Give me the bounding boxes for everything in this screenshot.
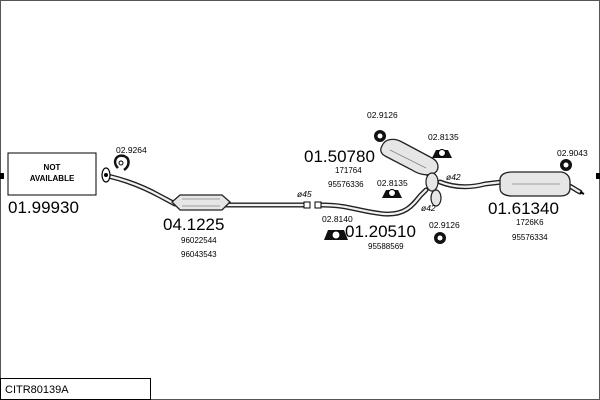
oem-intermediate: 95588569 <box>368 242 404 251</box>
oem-cat-2: 96043543 <box>181 250 217 259</box>
right-edge-marker <box>596 173 600 179</box>
rubber-mount-3 <box>324 230 348 240</box>
part-number-cat-converter: 04.1225 <box>163 215 224 234</box>
pipe-joint <box>303 201 322 209</box>
catalytic-converter <box>171 194 231 211</box>
intermediate-connector <box>425 172 442 207</box>
footer-code: CITR80139A <box>5 384 69 396</box>
center-silencer <box>380 138 439 176</box>
rubber-ring-3 <box>434 232 446 244</box>
oem-cat-1: 96022544 <box>181 236 217 245</box>
not-available-line2: AVAILABLE <box>30 174 75 183</box>
accessory-label-1: 02.9264 <box>116 145 147 155</box>
accessory-label-6: 02.8140 <box>322 214 353 224</box>
front-pipe-flange <box>101 167 111 183</box>
accessory-label-7: 02.9126 <box>429 220 460 230</box>
part-number-center-silencer: 01.50780 <box>304 147 375 166</box>
accessory-label-2: 02.9126 <box>367 110 398 120</box>
hanger-clamp-1 <box>113 154 130 172</box>
part-number-front-pipe: 01.99930 <box>8 198 79 217</box>
rubber-ring-2 <box>560 159 572 171</box>
footer-code-box: CITR80139A <box>0 378 151 400</box>
part-number-intermediate-pipe: 01.20510 <box>345 222 416 241</box>
oem-rear-1: 1726K6 <box>516 218 544 227</box>
accessory-label-5: 02.8135 <box>377 178 408 188</box>
oem-center-1: 171764 <box>335 166 362 175</box>
left-edge-marker <box>0 173 4 179</box>
rubber-mount-2 <box>382 189 402 198</box>
accessory-label-4: 02.9043 <box>557 148 588 158</box>
oem-center-2: 95576336 <box>328 180 364 189</box>
rear-silencer <box>499 171 585 197</box>
accessory-label-3: 02.8135 <box>428 132 459 142</box>
diameter-label-2: ø42 <box>446 172 461 182</box>
not-available-line1: NOT <box>44 163 61 172</box>
diameter-label-3: ø42 <box>421 203 436 213</box>
rubber-ring-1 <box>374 130 386 142</box>
not-available-box: NOT AVAILABLE <box>7 152 97 196</box>
part-number-rear-silencer: 01.61340 <box>488 199 559 218</box>
rubber-mount-1 <box>432 149 452 158</box>
diameter-label-1: ø45 <box>297 189 312 199</box>
oem-rear-2: 95576334 <box>512 233 548 242</box>
